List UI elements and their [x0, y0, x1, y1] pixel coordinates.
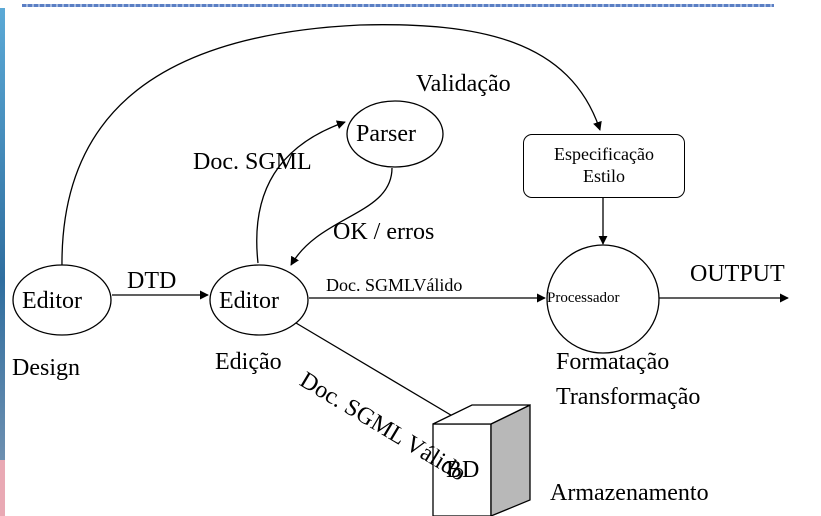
dtd-label: DTD [127, 268, 177, 294]
processador-node [546, 244, 660, 354]
especificacao-label: Especificação [554, 144, 654, 164]
ok-erros-arrow [290, 167, 393, 266]
top-dotted-rule [22, 4, 774, 7]
parser-node [346, 100, 444, 168]
armazenamento-label: Armazenamento [550, 480, 709, 506]
editor-design-label: Editor [22, 288, 82, 314]
output-label: OUTPUT [690, 261, 785, 287]
edicao-label: Edição [215, 349, 282, 375]
doc-sgml-label: Doc. SGML [193, 149, 312, 175]
estilo-label: Estilo [582, 166, 625, 186]
editor-edicao-label: Editor [219, 288, 279, 314]
parser-label: Parser [356, 121, 416, 147]
transformacao-label: Transformação [556, 384, 701, 410]
editor-edicao-node [209, 264, 309, 336]
doc-sgml-arrow [256, 120, 346, 264]
processador-label: Processador [547, 290, 620, 306]
especificacao-estilo-box: Especificação Estilo [523, 134, 685, 198]
left-accent-strip [0, 8, 5, 460]
design-label: Design [12, 355, 80, 381]
doc-sgml-valido-diagonal-arrow [295, 322, 477, 431]
formatacao-label: Formatação [556, 349, 670, 375]
doc-sgml-valido-horizontal-label: Doc. SGMLVálido [326, 275, 463, 295]
ok-erros-label: OK / erros [333, 219, 435, 245]
bd-label: BD [446, 457, 480, 483]
validacao-label: Validação [416, 71, 511, 97]
bd-database-box [432, 403, 531, 516]
arc-design-to-especificacao [61, 24, 602, 269]
editor-design-node [12, 264, 112, 336]
left-accent-strip-lower [0, 460, 5, 516]
